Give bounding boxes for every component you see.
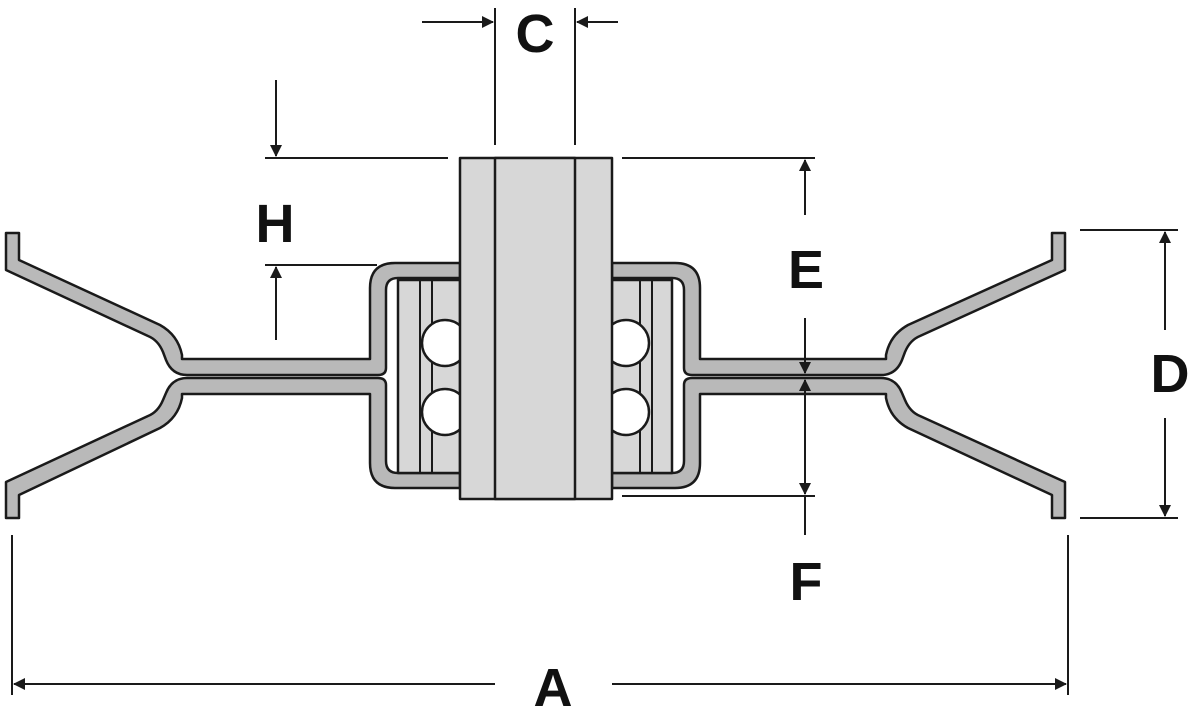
label-e: E (788, 240, 824, 300)
label-a: A (534, 658, 573, 710)
label-d: D (1151, 344, 1190, 404)
hub-bore (493, 156, 577, 501)
lower-sheave-left (4, 376, 462, 520)
upper-sheave-right (610, 231, 1067, 377)
label-h: H (256, 194, 295, 254)
dimension-lines (11, 8, 1178, 695)
bearing-race-left (396, 278, 462, 475)
lower-sheave-right (610, 376, 1067, 520)
label-c: C (516, 4, 555, 64)
bearing-race-right (610, 278, 674, 475)
label-f: F (790, 552, 823, 612)
upper-sheave-left (4, 231, 462, 377)
pulley-body (4, 156, 1067, 520)
